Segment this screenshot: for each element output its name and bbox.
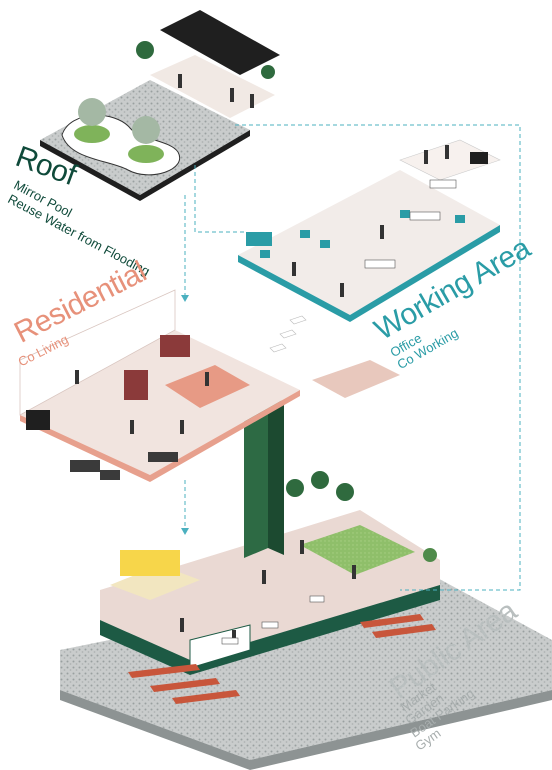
roof-tree-planter-2: [128, 145, 164, 163]
roof-tree-1: [78, 98, 106, 126]
working-level: [238, 139, 501, 322]
residential-gym-pad: [312, 360, 400, 398]
public-trees: [286, 471, 437, 562]
roof-tree-planter-1: [74, 125, 110, 143]
residential-tv: [26, 410, 50, 430]
residential-level: [19, 289, 400, 482]
public-people: [180, 540, 356, 644]
working-back-room: [399, 139, 501, 181]
roof-edge: [40, 130, 250, 201]
roof-tree-2: [132, 116, 160, 144]
residential-rug: [165, 365, 250, 408]
boat-parking-boats: [128, 614, 436, 704]
stair-steps: [269, 315, 307, 353]
dashed-circulation-lines: [184, 124, 521, 591]
public-garden-lawn: [300, 525, 415, 575]
working-floor-slab: [238, 170, 500, 315]
residential-bookshelf: [124, 370, 148, 400]
working-shelf: [246, 232, 272, 246]
working-chairs: [260, 210, 465, 258]
roof-people: [178, 74, 254, 108]
dashed-arrowheads: [181, 295, 189, 535]
working-people: [292, 145, 449, 297]
public-market-stall: [120, 550, 180, 576]
roof-pavilion-floor: [150, 55, 275, 118]
roof-pavilion: [160, 10, 280, 75]
green-core-tower: [244, 395, 284, 558]
working-screen: [470, 152, 488, 164]
public-area-level: [60, 471, 552, 770]
residential-back-wall: [19, 289, 176, 416]
residential-floor-slab: [20, 330, 300, 475]
residential-sofas: [70, 452, 178, 480]
roof-level: [40, 10, 280, 201]
roof-plants: [136, 41, 275, 79]
public-tables: [221, 595, 325, 645]
public-gravel-base: [60, 575, 552, 760]
public-base-edge: [60, 690, 552, 770]
working-desks: [364, 179, 457, 269]
residential-people: [75, 370, 209, 434]
residential-cabinet: [160, 335, 190, 357]
